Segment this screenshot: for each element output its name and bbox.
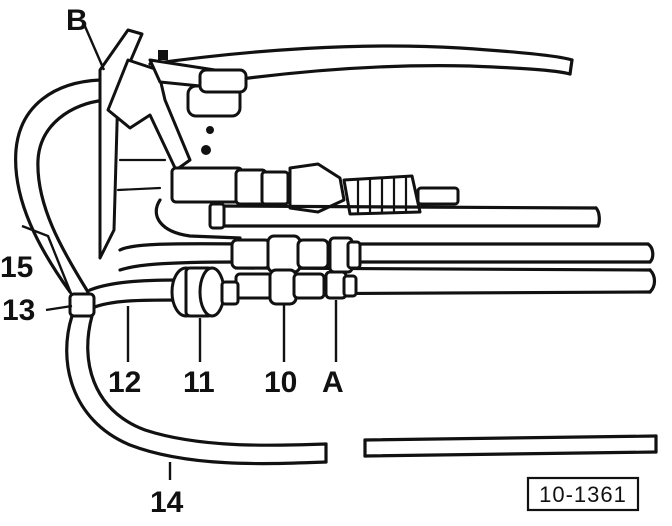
label-a: A	[322, 366, 344, 399]
connector-a	[324, 236, 362, 300]
label-13: 13	[2, 294, 35, 327]
reference-number: 10-1361	[539, 482, 627, 507]
valve-assembly	[170, 162, 460, 216]
label-11: 11	[183, 366, 215, 399]
reference-box: 10-1361	[526, 476, 640, 512]
hose-14	[65, 314, 658, 466]
label-15: 15	[0, 251, 33, 284]
tee-13	[68, 292, 96, 318]
leader-lines	[21, 23, 338, 480]
filter-11	[170, 266, 240, 318]
hose-15	[14, 78, 107, 294]
upper-connector	[186, 68, 248, 155]
label-b: B	[66, 4, 88, 37]
label-10: 10	[264, 366, 297, 399]
top-hose	[148, 44, 574, 86]
connector-10	[230, 234, 330, 306]
label-14: 14	[150, 486, 184, 519]
label-12: 12	[108, 366, 141, 399]
